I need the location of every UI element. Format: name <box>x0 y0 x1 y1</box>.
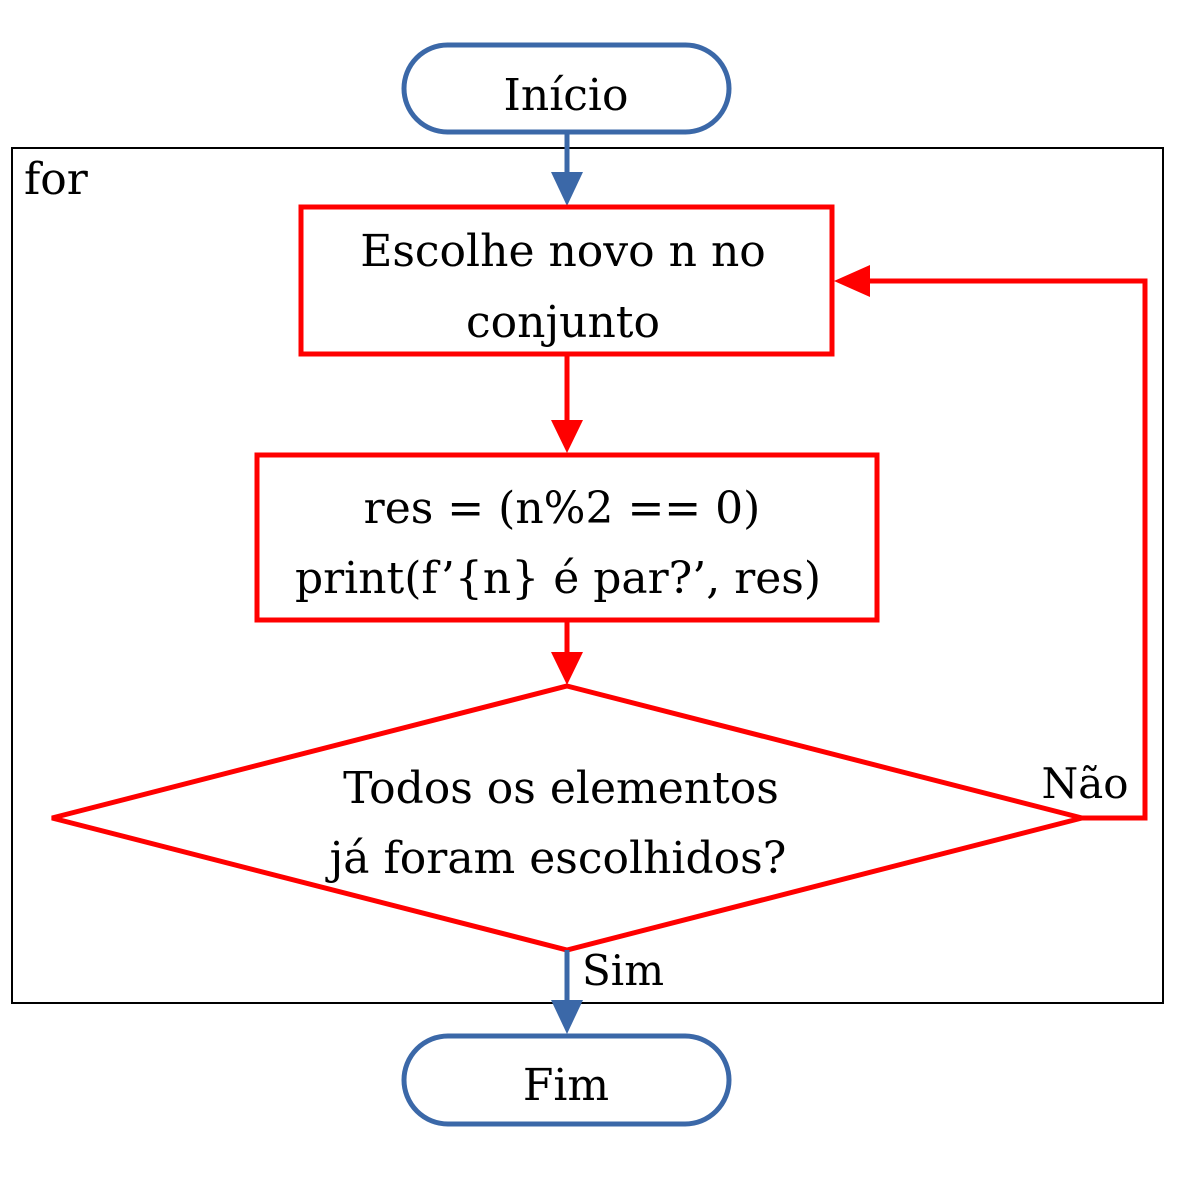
decision-line2: já foram escolhidos? <box>325 833 787 884</box>
arrow-start-to-choose <box>551 132 583 206</box>
edge-yes-to-end <box>551 950 583 1034</box>
start-label: Início <box>504 70 629 121</box>
choose-step-box[interactable] <box>298 204 835 357</box>
compute-step-line1: res = (n%2 == 0) <box>364 483 761 534</box>
end-terminal[interactable] <box>401 1033 732 1127</box>
end-label: Fim <box>523 1060 609 1111</box>
loop-frame <box>11 147 1164 1004</box>
choose-step-line2: conjunto <box>466 297 660 348</box>
arrow-choose-to-compute <box>551 354 583 453</box>
choose-step-line1: Escolhe novo n no <box>360 226 766 277</box>
edge-no-loop-back <box>834 265 1148 821</box>
decision-diamond[interactable] <box>51 683 1083 953</box>
edge-yes-label: Sim <box>582 946 664 995</box>
arrow-compute-to-decision <box>551 620 583 685</box>
compute-step-box[interactable] <box>254 452 880 623</box>
edge-no-label: Não <box>1041 759 1128 808</box>
compute-step-line2: print(f’{n} é par?’, res) <box>295 553 821 604</box>
loop-frame-label: for <box>24 154 89 205</box>
decision-line1: Todos os elementos <box>343 763 779 814</box>
